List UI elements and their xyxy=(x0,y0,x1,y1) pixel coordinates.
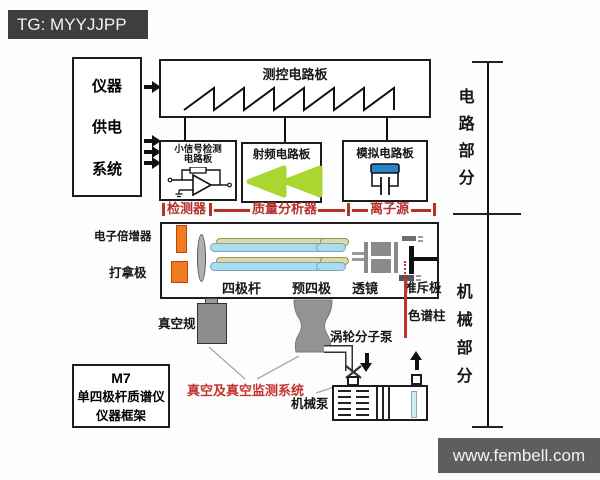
connector-line xyxy=(184,117,186,141)
mechanical-pump-label: 机械泵 xyxy=(291,397,329,411)
vacuum-gauge-body xyxy=(197,303,227,344)
power-box-line1: 仪器 xyxy=(91,78,122,96)
pump-fins xyxy=(356,390,369,417)
vacuum-gauge-label: 真空规 xyxy=(158,317,196,331)
circuit-section-label: 电路部分 xyxy=(455,88,473,196)
arrow-right-icon xyxy=(144,146,161,158)
prequad-label: 预四极 xyxy=(292,281,332,296)
column-label: 色谱柱 xyxy=(408,309,446,323)
detector-label: 检测器 xyxy=(167,201,207,216)
pump-fins xyxy=(338,390,351,417)
arrow-right-icon xyxy=(144,81,161,93)
rf-board-box: 射频电路板 xyxy=(241,142,323,203)
prequad-rod xyxy=(316,262,346,271)
arrow-right-icon xyxy=(144,135,161,147)
repeller-part xyxy=(409,246,414,274)
quadrupole-label: 四极杆 xyxy=(222,281,262,296)
separator-bar xyxy=(433,203,436,216)
frame-title-box: M7 单四极杆质谱仪 仪器框架 xyxy=(72,364,170,428)
entrance-lens-ellipse xyxy=(197,234,206,282)
lens-label: 透镜 xyxy=(352,281,379,296)
tiny-mark xyxy=(416,279,421,281)
lens-element xyxy=(394,242,398,273)
oil-sight-tube xyxy=(411,391,417,418)
green-triangles-icon xyxy=(246,165,323,198)
fork-electrode xyxy=(352,252,366,255)
bracket-tick xyxy=(453,213,521,215)
top-electrode xyxy=(402,236,416,241)
tiny-mark xyxy=(418,236,423,238)
mass-analyzer-label: 质量分析器 xyxy=(252,201,318,216)
vacuum-monitor-label: 真空及真空监测系统 xyxy=(187,383,305,398)
rf-board-label: 射频电路板 xyxy=(252,149,311,161)
arrow-down-icon xyxy=(360,353,373,372)
power-box-line2: 供电 xyxy=(91,119,122,137)
sawtooth-wave-icon xyxy=(183,86,395,112)
frame-line3: 仪器框架 xyxy=(95,409,146,423)
watermark-bottom-right: www.fembell.com xyxy=(438,438,600,473)
ion-path-dotted-line xyxy=(404,261,406,277)
signal-board-label2: 电路板 xyxy=(183,154,213,166)
bottom-electrode xyxy=(399,275,414,281)
lens-element xyxy=(364,242,368,273)
signal-board-label: 小信号检测 xyxy=(174,144,222,155)
dash-line xyxy=(214,209,250,212)
separator-bar xyxy=(162,203,165,216)
analog-board-label: 模拟电路板 xyxy=(356,148,414,160)
dash-line xyxy=(411,209,431,212)
rc-circuit-icon xyxy=(370,162,400,195)
column-line xyxy=(404,278,407,338)
arrow-up-icon xyxy=(410,351,423,370)
ion-source-label: 离子源 xyxy=(370,201,410,216)
tiny-mark xyxy=(418,240,423,242)
power-supply-box: 仪器 供电 系统 xyxy=(72,57,142,197)
connector-line xyxy=(386,117,388,141)
prequad-rod xyxy=(316,243,346,252)
electron-multiplier-label: 电子倍增器 xyxy=(94,231,152,243)
pump-divider-lines xyxy=(376,387,390,419)
dynode-part xyxy=(171,261,188,283)
dynode-label: 打拿极 xyxy=(109,266,147,280)
frame-line1: M7 xyxy=(111,370,131,386)
turbo-pump-label: 涡轮分子泵 xyxy=(330,330,393,344)
pump-port xyxy=(411,374,422,385)
lens-element xyxy=(371,242,391,256)
bracket-tick xyxy=(472,426,503,428)
tiny-mark xyxy=(416,275,421,277)
separator-bar xyxy=(209,203,212,216)
connector-line xyxy=(284,117,286,143)
arrow-right-icon xyxy=(144,157,161,169)
mechanical-section-label: 机械部分 xyxy=(453,283,471,395)
frame-line2: 单四极杆质谱仪 xyxy=(77,390,165,404)
control-board-label: 测控电路板 xyxy=(262,67,328,82)
signal-board-box: 小信号检测 电路板 xyxy=(159,140,237,201)
lens-element xyxy=(371,259,391,273)
dash-line xyxy=(352,209,368,212)
separator-bar xyxy=(347,203,350,216)
power-box-line3: 系统 xyxy=(91,160,122,178)
watermark-top-left: TG: MYYJJPP xyxy=(8,10,148,39)
electron-multiplier-part xyxy=(176,225,187,253)
opamp-circuit-icon xyxy=(167,166,232,197)
analog-board-box: 模拟电路板 xyxy=(342,140,428,202)
bracket-line xyxy=(487,62,489,427)
dash-line xyxy=(318,209,345,212)
repeller-part xyxy=(414,257,437,261)
repeller-label: 推斥极 xyxy=(404,281,442,295)
turbo-pump-shape xyxy=(293,299,333,353)
bracket-tick xyxy=(472,61,503,63)
fork-electrode xyxy=(352,258,366,261)
control-board-box: 测控电路板 xyxy=(159,59,431,118)
